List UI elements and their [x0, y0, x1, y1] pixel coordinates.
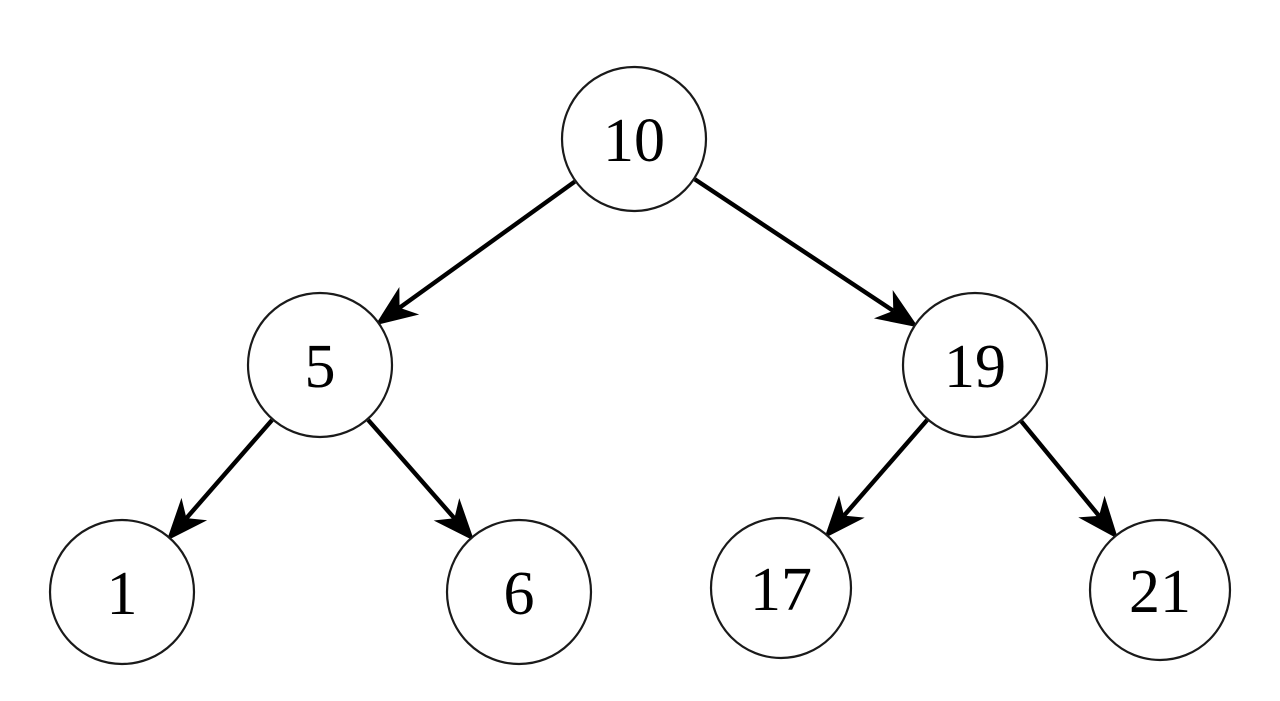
tree-edge [824, 418, 929, 539]
node-circle [48, 518, 196, 666]
tree-edge [166, 418, 274, 541]
node-circle [246, 291, 394, 439]
node-circle [709, 516, 853, 660]
node-label: 5 [305, 333, 336, 401]
nodes-layer: 10 5 19 1 6 17 21 [48, 65, 1232, 666]
node-label: 21 [1129, 558, 1191, 626]
tree-node-10[interactable]: 10 [560, 65, 708, 213]
node-circle [560, 65, 708, 213]
tree-node-5[interactable]: 5 [246, 291, 394, 439]
node-label: 19 [944, 333, 1006, 401]
node-circle [445, 518, 593, 666]
tree-node-17[interactable]: 17 [709, 516, 853, 660]
node-label: 10 [603, 107, 665, 175]
tree-edge [693, 177, 919, 328]
node-circle [1088, 518, 1232, 662]
tree-node-21[interactable]: 21 [1088, 518, 1232, 662]
tree-edge [375, 179, 577, 326]
edges-layer [166, 177, 1119, 541]
tree-edge [366, 418, 475, 541]
node-label: 1 [107, 560, 138, 628]
node-label: 17 [750, 556, 812, 624]
tree-node-19[interactable]: 19 [901, 291, 1049, 439]
tree-node-1[interactable]: 1 [48, 518, 196, 666]
tree-node-6[interactable]: 6 [445, 518, 593, 666]
tree-edge [1019, 419, 1119, 540]
node-circle [901, 291, 1049, 439]
node-label: 6 [504, 560, 535, 628]
